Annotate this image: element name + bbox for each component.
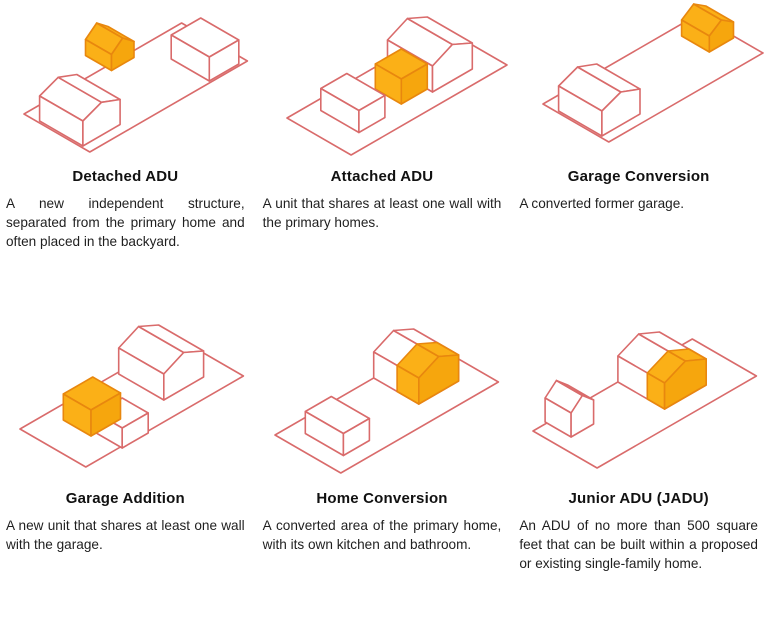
panel-title: Garage Conversion	[567, 168, 710, 185]
panel-description: A new independent structure, separated f…	[6, 196, 245, 250]
panel-description: A converted area of the primary home, wi…	[262, 518, 502, 553]
adu-types-infographic: Detached ADU A new independent structure…	[6, 2, 768, 573]
home-conversion-figure	[263, 311, 513, 484]
garage-addition-figure	[6, 311, 256, 484]
panel-junior-adu: Junior ADU (JADU) An ADU of no more than…	[519, 311, 768, 573]
panel-garage-addition: Garage Addition A new unit that shares a…	[6, 311, 255, 573]
panel-detached-adu: Detached ADU A new independent structure…	[6, 2, 255, 251]
panel-home-conversion: Home Conversion A converted area of the …	[263, 311, 512, 573]
panel-description: A unit that shares at least one wall wit…	[262, 196, 502, 231]
attached-adu-illustration	[285, 16, 508, 156]
panel-description: A new unit that shares at least one wall…	[6, 518, 245, 553]
detached-adu-figure	[6, 2, 256, 162]
panel-title: Garage Addition	[65, 490, 185, 508]
panel-title: Detached ADU	[72, 168, 179, 185]
panel-attached-adu: Attached ADU A unit that shares at least…	[263, 2, 512, 251]
panel-title: Junior ADU (JADU)	[568, 490, 709, 508]
panel-description: An ADU of no more than 500 square feet t…	[519, 518, 758, 572]
panel-garage-conversion: Garage Conversion A converted former gar…	[519, 2, 768, 251]
panel-title: Home Conversion	[316, 490, 448, 508]
garage-addition-illustration	[19, 324, 245, 468]
junior-adu-figure	[519, 311, 769, 484]
attached-adu-figure	[263, 2, 513, 162]
garage-conversion-figure	[519, 2, 769, 162]
panel-title: Attached ADU	[330, 168, 434, 185]
home-conversion-illustration	[273, 328, 499, 474]
detached-adu-illustration	[23, 17, 249, 153]
panel-description: A converted former garage.	[519, 196, 685, 211]
junior-adu-illustration	[532, 331, 758, 469]
garage-conversion-illustration	[542, 3, 765, 143]
